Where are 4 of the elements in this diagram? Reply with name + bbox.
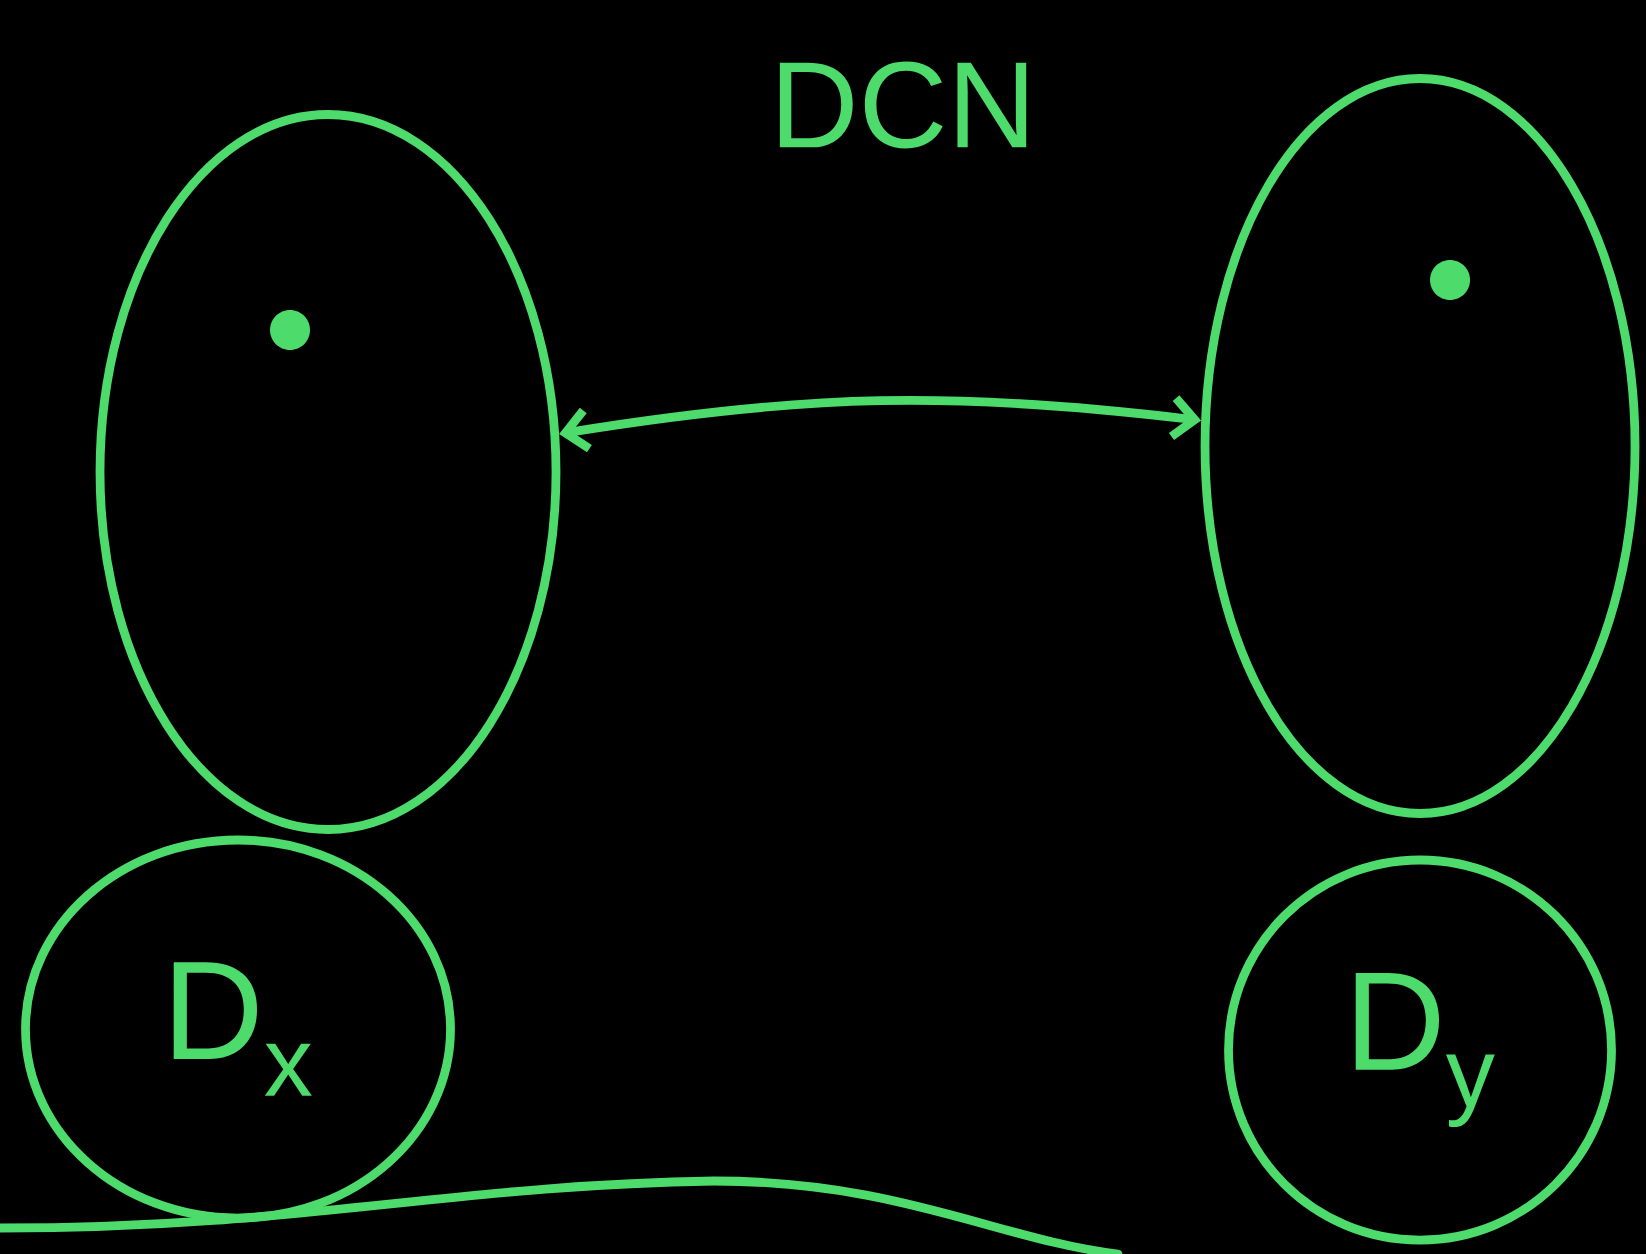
blob-shape bbox=[1200, 74, 1640, 818]
arrow bbox=[559, 395, 1202, 453]
title: DCN bbox=[779, 61, 1027, 149]
blob-shape bbox=[95, 110, 561, 834]
